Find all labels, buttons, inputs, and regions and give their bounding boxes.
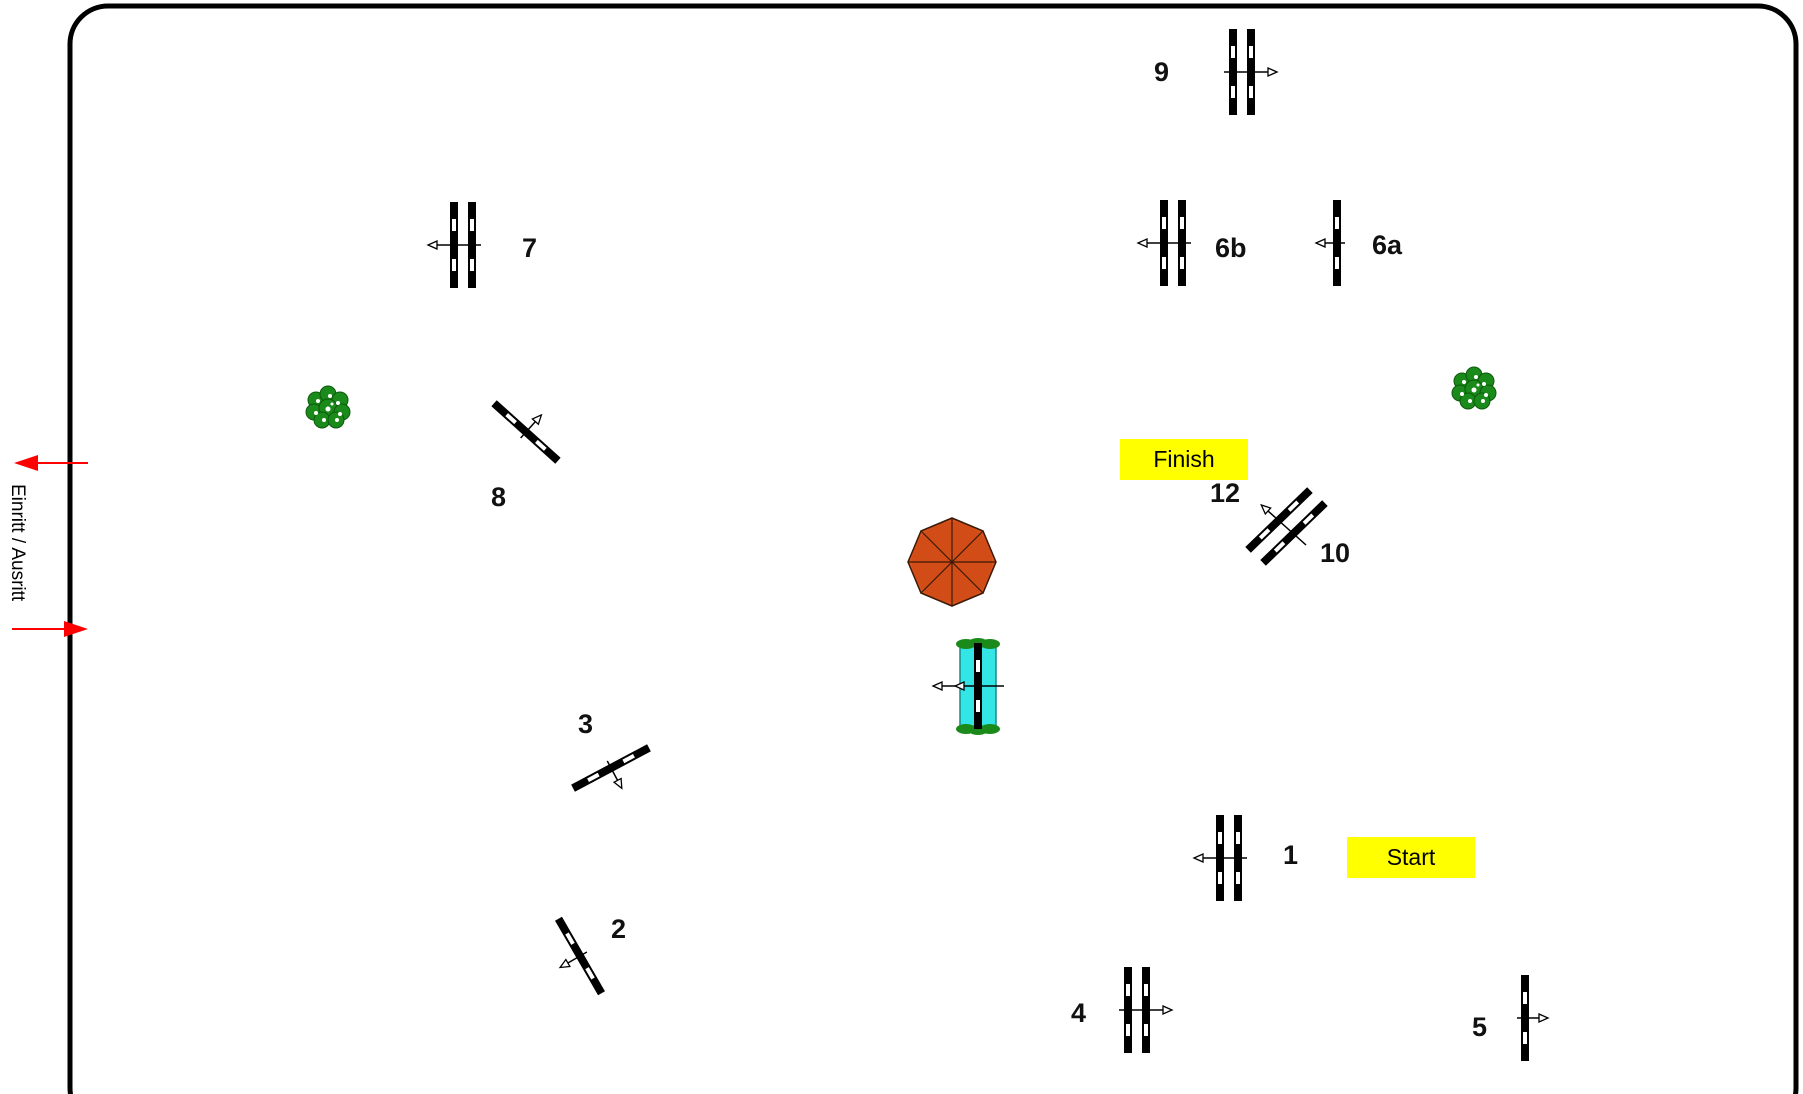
finish-label: Finish xyxy=(1153,446,1214,472)
obstacle-label-6a: 6a xyxy=(1372,230,1403,260)
obstacle-label-12: 12 xyxy=(1210,478,1240,508)
obstacle-2 xyxy=(555,916,605,996)
bush-icon xyxy=(305,385,351,429)
obstacle-12-10 xyxy=(1245,487,1328,566)
obstacle-1 xyxy=(1193,815,1247,901)
obstacle-label-3: 3 xyxy=(578,709,593,739)
obstacle-9 xyxy=(1224,29,1278,115)
start-marker: Start xyxy=(1347,837,1475,878)
obstacle-label-6b: 6b xyxy=(1215,233,1247,263)
obstacle-4 xyxy=(1119,967,1173,1053)
bush-icon xyxy=(1451,366,1497,410)
obstacle-6b xyxy=(1137,200,1191,286)
finish-marker: Finish xyxy=(1120,439,1248,480)
gate-label: Einritt / Ausritt xyxy=(7,484,28,602)
obstacle-3 xyxy=(571,744,651,792)
obstacle-label-1: 1 xyxy=(1283,840,1298,870)
water-jump xyxy=(932,638,1004,735)
obstacle-6a xyxy=(1315,200,1345,286)
obstacle-label-10: 10 xyxy=(1320,538,1350,568)
obstacle-5 xyxy=(1517,975,1549,1061)
entrance-gate: Einritt / Ausritt xyxy=(7,455,88,637)
obstacle-8 xyxy=(491,400,561,464)
obstacle-label-8: 8 xyxy=(491,482,506,512)
arena-border xyxy=(67,3,1799,1094)
obstacle-label-4: 4 xyxy=(1071,998,1086,1028)
obstacle-label-2: 2 xyxy=(611,914,626,944)
umbrella-icon xyxy=(907,517,997,607)
obstacle-7 xyxy=(427,202,481,288)
obstacle-label-7: 7 xyxy=(522,233,537,263)
start-label: Start xyxy=(1387,844,1436,870)
obstacle-label-9: 9 xyxy=(1154,57,1169,87)
obstacle-label-5: 5 xyxy=(1472,1012,1487,1042)
